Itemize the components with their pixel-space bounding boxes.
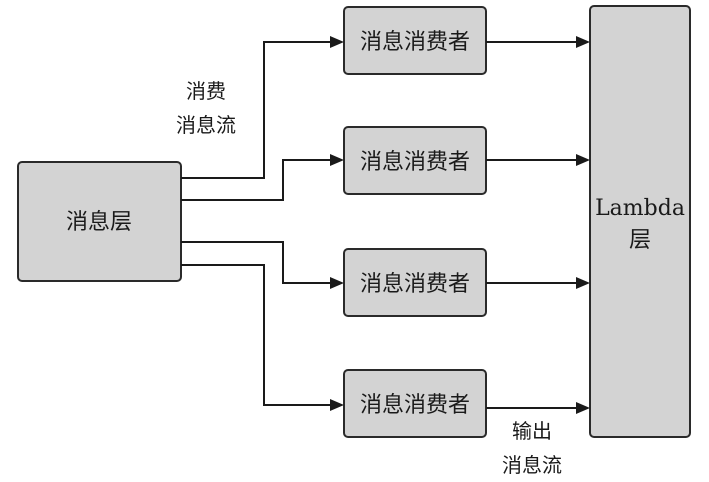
input-connector-3 xyxy=(181,241,344,289)
consumer-node-4: 消息消费者 xyxy=(343,369,487,438)
consumer-node-2: 消息消费者 xyxy=(343,126,487,195)
output-stream-annotation: 输出 消息流 xyxy=(502,419,562,477)
output-stream-line2: 消息流 xyxy=(502,453,562,477)
lambda-layer-node: Lambda 层 xyxy=(589,5,691,438)
output-connector-1 xyxy=(486,36,590,48)
consumer-node-3: 消息消费者 xyxy=(343,248,487,317)
consumer-label-1: 消息消费者 xyxy=(360,30,470,55)
consume-stream-line2: 消息流 xyxy=(176,113,236,137)
input-connector-2 xyxy=(181,154,344,201)
input-connector-4 xyxy=(181,264,344,411)
output-stream-line1: 输出 xyxy=(512,419,552,443)
message-layer-label: 消息层 xyxy=(66,210,132,235)
input-connector-1 xyxy=(181,36,344,179)
output-connector-2 xyxy=(486,154,590,166)
lambda-layer-label-line2: 层 xyxy=(629,228,651,253)
consume-stream-line1: 消费 xyxy=(186,79,226,103)
lambda-layer-label-line1: Lambda xyxy=(595,196,685,221)
consumer-node-1: 消息消费者 xyxy=(343,6,487,75)
consumer-label-3: 消息消费者 xyxy=(360,272,470,297)
consume-stream-annotation: 消费 消息流 xyxy=(176,79,236,137)
output-connector-4 xyxy=(486,402,590,414)
output-connector-3 xyxy=(486,277,590,289)
message-layer-node: 消息层 xyxy=(17,161,182,282)
consumer-label-2: 消息消费者 xyxy=(360,150,470,175)
consumer-label-4: 消息消费者 xyxy=(360,393,470,418)
